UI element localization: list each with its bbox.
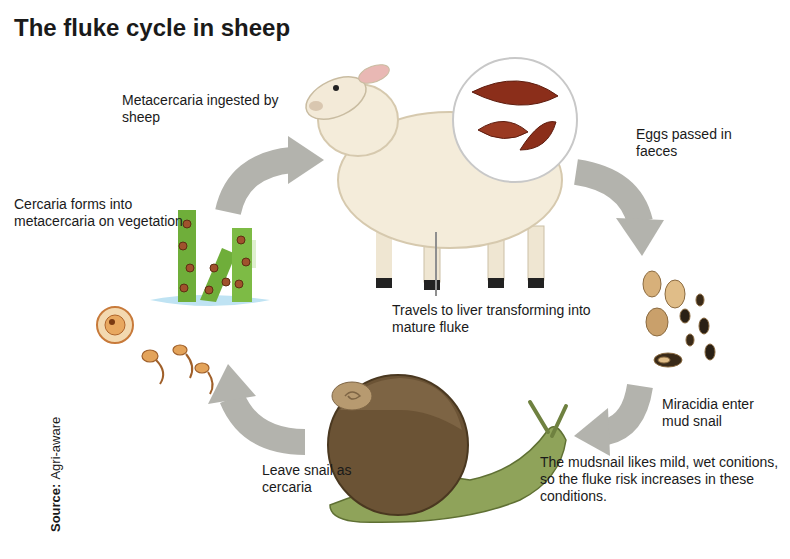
stage-label: Eggs passed in faeces [636, 126, 776, 160]
metacercaria-cyst [97, 307, 133, 343]
leader-line [435, 232, 437, 296]
stage-label: Leave snail as cercaria [262, 462, 377, 496]
source-name: Agri-aware [48, 417, 63, 480]
cercariae [142, 345, 213, 394]
stage-label: Metacercaria ingested by sheep [122, 92, 307, 126]
stage-label: Travels to liver transforming into matur… [392, 302, 597, 336]
note-text: The mudsnail likes mild, wet conitions, … [540, 454, 784, 505]
liver-fluke-inset [453, 58, 577, 182]
stage-label: Miracidia enter mud snail [662, 396, 784, 430]
eggs [643, 271, 715, 367]
source-label: Source: [48, 484, 63, 532]
mud-snail [328, 375, 566, 522]
stage-label: Cercaria forms into metacercaria on vege… [14, 196, 209, 230]
source-credit: Source: Agri-aware [48, 417, 63, 532]
diagram-title: The fluke cycle in sheep [14, 14, 290, 42]
